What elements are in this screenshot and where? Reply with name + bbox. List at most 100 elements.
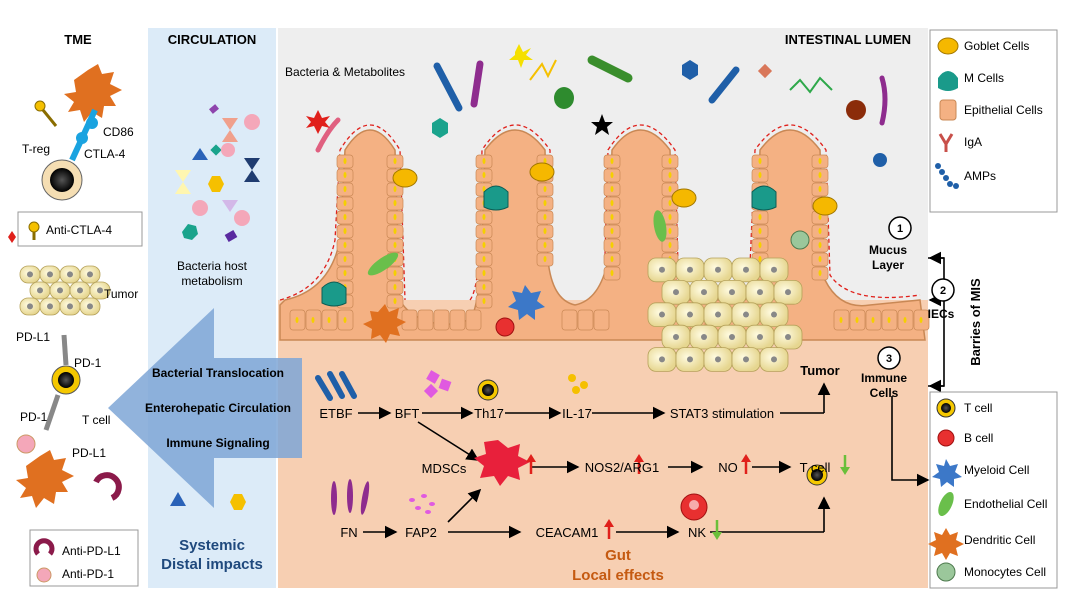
- tumor-pathway-label: Tumor: [800, 363, 839, 378]
- b-cell: [495, 317, 515, 337]
- down-arrow-icon: [712, 455, 850, 540]
- etbf-bacteria-icon: [315, 371, 357, 401]
- ceacam1-label: CEACAM1: [536, 525, 599, 540]
- pd1-top-label: PD-1: [74, 356, 102, 370]
- b-cell-icon: [937, 429, 955, 447]
- endothelial-cell: [653, 210, 667, 242]
- gut-label: Gut: [605, 547, 631, 564]
- fap2-icon: [409, 494, 435, 514]
- circulation-title: CIRCULATION: [168, 32, 257, 47]
- goblet-cell: [529, 162, 555, 182]
- bacteria-label: Bacteria & Metabolites: [285, 65, 405, 79]
- t-cell-icon: [936, 398, 956, 418]
- barrier-num-1: 1: [897, 223, 903, 235]
- anti-pd1-label: Anti-PD-1: [62, 567, 114, 581]
- legend-top-label: IgA: [964, 135, 982, 149]
- legend-top-label: M Cells: [964, 71, 1004, 85]
- goblet-cell-icon: [937, 37, 959, 55]
- tcell-pathway-label: T cell: [800, 460, 831, 475]
- fap2-label: FAP2: [405, 525, 437, 540]
- legend-bottom-label: B cell: [964, 431, 993, 445]
- tumor-label: Tumor: [104, 287, 138, 301]
- tme-illustration: [8, 64, 143, 587]
- tumor-mass: [647, 257, 803, 372]
- legend-top-icons: [935, 37, 959, 189]
- legend-top-label: Epithelial Cells: [964, 103, 1043, 117]
- tcell-target-icon: [806, 464, 828, 486]
- legend-top-label: Goblet Cells: [964, 39, 1029, 53]
- tcell-label: T cell: [82, 413, 110, 427]
- nos2-label: NOS2/ARG1: [585, 460, 659, 475]
- monocyte-cell: [790, 230, 810, 250]
- th17-cell-icon: [477, 379, 499, 401]
- legend-bottom-label: T cell: [964, 401, 992, 415]
- endothelial-cell-icon: [938, 491, 954, 517]
- pathway-arrows: [358, 251, 945, 539]
- th17-label: Th17: [474, 406, 504, 421]
- m-cell-icon: [938, 71, 958, 91]
- legend-bottom-box: [929, 391, 1058, 589]
- myeloid-cell: [508, 285, 545, 320]
- stat3-label: STAT3 stimulation: [670, 406, 774, 421]
- barrier-badges: [877, 216, 955, 370]
- il17-label: IL-17: [562, 406, 592, 421]
- dendritic-cell: [64, 64, 122, 122]
- amps-icon: [935, 163, 959, 189]
- mucus-layer: [279, 124, 921, 301]
- myeloid-cell-icon: [932, 459, 962, 487]
- monocyte-cell-icon: [936, 562, 956, 582]
- dendritic-cell-icon: [928, 528, 964, 560]
- bft-toxin-icon: [423, 370, 452, 399]
- anti-pdl1-label: Anti-PD-L1: [62, 544, 121, 558]
- goblet-cell: [671, 188, 697, 208]
- no-label: NO: [718, 460, 738, 475]
- legend-bottom-icons: [928, 398, 964, 582]
- legend-bottom-label: Dendritic Cell: [964, 533, 1035, 547]
- arrow-label-enterohepatic: Enterohepatic Circulation: [145, 401, 291, 415]
- pdl1-top-label: PD-L1: [16, 330, 50, 344]
- bft-label: BFT: [395, 406, 420, 421]
- systemic-arrow: [108, 308, 302, 508]
- dendritic-cell: [363, 304, 406, 343]
- pdl1-bottom-label: PD-L1: [72, 446, 106, 460]
- legend-bottom-label: Endothelial Cell: [964, 497, 1047, 511]
- legend-bottom-label: Monocytes Cell: [964, 565, 1046, 579]
- goblet-cell: [812, 196, 838, 216]
- etbf-label: ETBF: [319, 406, 352, 421]
- pd1-left-label: PD-1: [20, 410, 48, 424]
- anti-ctla4-label: Anti-CTLA-4: [46, 223, 112, 237]
- mdscs-cell-icon: [474, 440, 530, 486]
- barriers-title: Barries of MIS: [968, 278, 983, 366]
- gut-panel: [278, 300, 928, 588]
- il17-icon: [568, 374, 588, 394]
- barrier-label-iecs: IECs: [928, 307, 955, 321]
- goblet-cell: [392, 168, 418, 188]
- epithelial-cell-icon: [939, 99, 957, 121]
- nk-cell-icon: [680, 493, 708, 521]
- m-cell: [751, 185, 777, 211]
- barrier-num-2: 2: [940, 285, 946, 297]
- ctla4-label: CTLA-4: [84, 147, 126, 161]
- mdscs-label: MDSCs: [422, 461, 467, 476]
- arrow-label-immune: Immune Signaling: [166, 436, 269, 450]
- treg-label: T-reg: [22, 142, 50, 156]
- legend-bottom-label: Myeloid Cell: [964, 463, 1029, 477]
- m-cell: [483, 185, 509, 211]
- m-cell: [321, 281, 347, 307]
- iga-icon: [938, 133, 954, 152]
- cd86-label: CD86: [103, 125, 134, 139]
- up-arrow-icon: [526, 454, 751, 539]
- legend-top-label: AMPs: [964, 169, 996, 183]
- nk-label: NK: [688, 525, 706, 540]
- metabolite-shapes: [170, 104, 260, 510]
- fn-bacteria-icon: [331, 479, 370, 515]
- barrier-num-3: 3: [886, 353, 892, 365]
- tme-title: TME: [64, 32, 92, 47]
- bacteria-cluster: [306, 44, 888, 167]
